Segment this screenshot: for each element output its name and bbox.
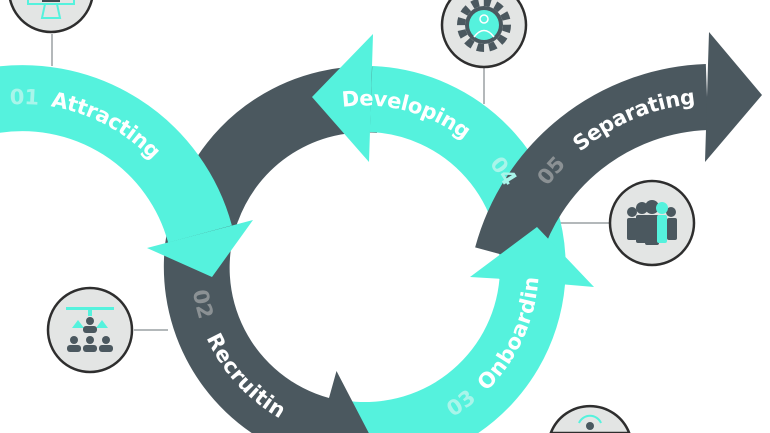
hierarchy-icon (46, 286, 134, 374)
connector-lines (51, 34, 610, 331)
monitor-icon (8, 0, 94, 34)
person-cycle-icon (549, 404, 631, 433)
stage-onboarding-arrow (341, 227, 594, 433)
group-icon (608, 179, 696, 267)
stage-separating-arrow (475, 32, 762, 266)
stage-attracting-arrow (0, 65, 253, 277)
gear-people-icon (440, 0, 528, 69)
